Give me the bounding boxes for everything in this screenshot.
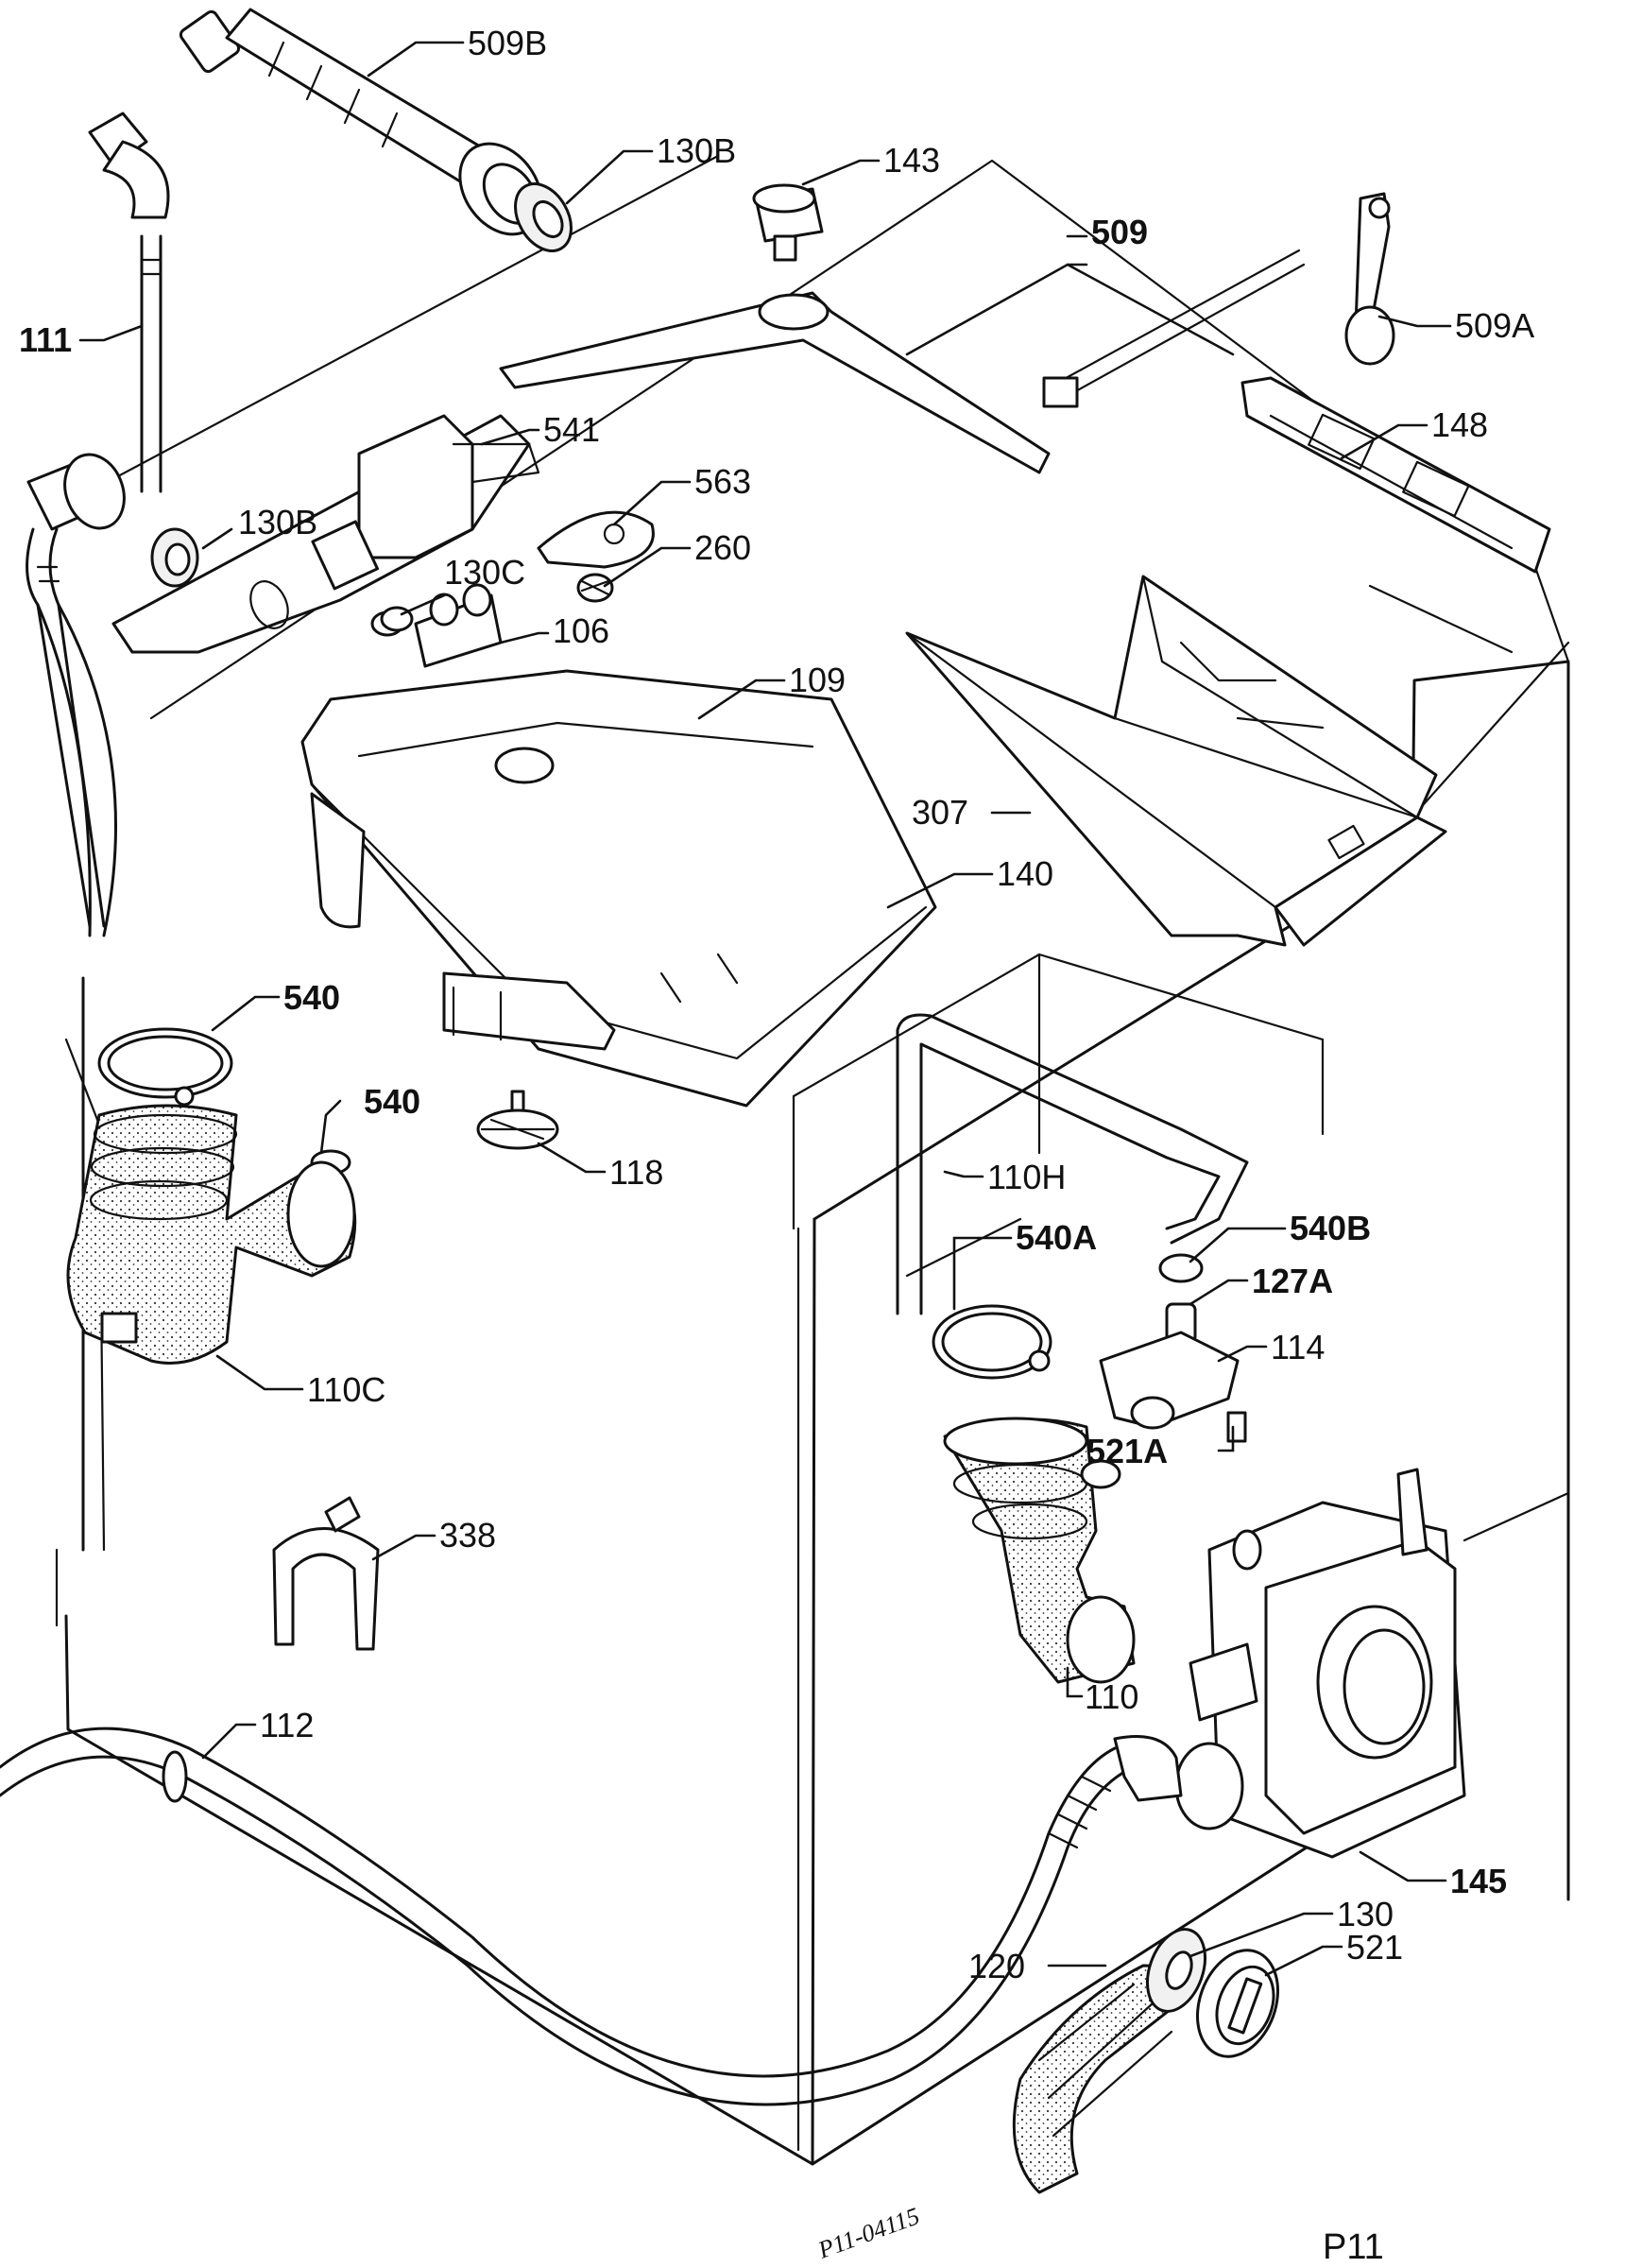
- part-112-drain-hose: [0, 1727, 1183, 2106]
- label-540a: 540A: [1016, 1218, 1097, 1257]
- label-140: 140: [997, 854, 1053, 893]
- part-145-pump: [1174, 1468, 1466, 1859]
- part-307-drawer: [905, 575, 1447, 947]
- part-338-clip: [272, 1496, 380, 1651]
- leader-lines: [78, 41, 1452, 1977]
- part-130-gasket: [1146, 1928, 1206, 2013]
- part-509a-lever: [1344, 192, 1395, 366]
- label-130b-top: 130B: [657, 131, 736, 170]
- label-114: 114: [1271, 1328, 1325, 1366]
- part-111-inlet-hose: [26, 112, 170, 937]
- label-110c: 110C: [307, 1370, 385, 1409]
- label-145: 145: [1450, 1862, 1507, 1900]
- part-143-knob: [752, 183, 824, 262]
- label-118: 118: [609, 1153, 663, 1192]
- part-118-gear: [476, 1090, 559, 1150]
- label-112: 112: [260, 1706, 314, 1744]
- label-127a: 127A: [1252, 1262, 1333, 1300]
- part-540-clamp-top: [97, 1027, 233, 1107]
- label-521: 521: [1346, 1928, 1403, 1967]
- label-110: 110: [1085, 1677, 1138, 1716]
- plate-id: P11: [1323, 2227, 1384, 2267]
- label-338: 338: [439, 1516, 496, 1555]
- part-110-sump-hose: [943, 1417, 1136, 1684]
- part-148-panel: [1240, 376, 1551, 574]
- label-109: 109: [789, 661, 846, 699]
- part-120-filter: [1012, 1964, 1192, 2194]
- label-307: 307: [912, 793, 968, 832]
- label-540b: 540B: [1290, 1209, 1371, 1247]
- label-130b-mid: 130B: [238, 503, 317, 541]
- label-111: 111: [19, 320, 72, 359]
- label-563: 563: [694, 462, 751, 501]
- label-110h: 110H: [987, 1158, 1066, 1196]
- label-509: 509: [1091, 213, 1148, 251]
- label-260: 260: [694, 528, 751, 567]
- part-labels: 509B 130B 143 509 509A 111 541 148 563 1…: [19, 24, 1534, 2267]
- part-521a-screw: [1226, 1411, 1247, 1443]
- drawing-code: P11-04115: [813, 2202, 923, 2264]
- label-143: 143: [883, 141, 940, 180]
- label-130c: 130C: [444, 553, 525, 592]
- part-110c-bellows: [66, 1104, 357, 1365]
- part-110h-tube: [896, 1013, 1249, 1315]
- label-540-mid: 540: [364, 1082, 420, 1121]
- part-521-cap: [1195, 1949, 1280, 2058]
- part-260-spring: [576, 573, 614, 603]
- label-541: 541: [543, 410, 600, 449]
- label-130: 130: [1337, 1895, 1394, 1933]
- label-148: 148: [1431, 405, 1488, 444]
- part-563-cam: [537, 510, 655, 569]
- label-106: 106: [553, 611, 609, 650]
- label-540-top: 540: [283, 978, 340, 1017]
- part-106-valve: [414, 583, 503, 668]
- part-509-lever: [499, 249, 1306, 474]
- part-109-dispenser: [300, 669, 937, 1108]
- part-541-bracket: [111, 414, 540, 654]
- label-120: 120: [968, 1947, 1025, 1985]
- label-509b: 509B: [468, 24, 547, 62]
- part-130b-washer-top: [514, 182, 573, 252]
- part-114-pressure-fitting: [1099, 1331, 1240, 1430]
- part-130b-washer-mid: [150, 527, 199, 588]
- label-521a: 521A: [1086, 1432, 1168, 1470]
- label-509a: 509A: [1455, 306, 1534, 345]
- part-540a-clamp: [932, 1304, 1052, 1380]
- part-540b-clip: [1158, 1253, 1204, 1283]
